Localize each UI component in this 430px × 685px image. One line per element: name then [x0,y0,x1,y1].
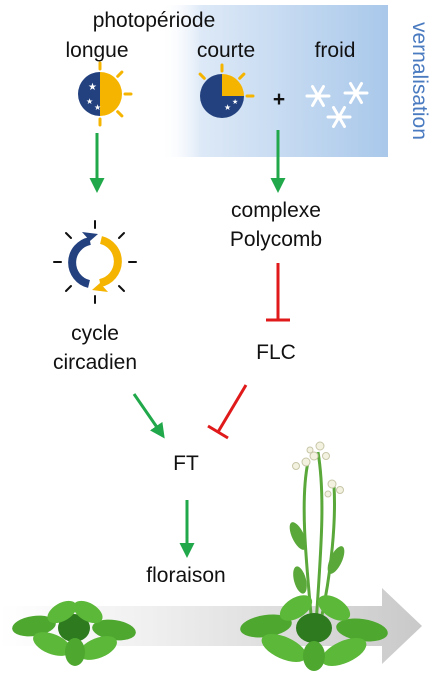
long-day-label: longue [65,39,128,62]
circadian-label-line1: cycle [71,322,119,345]
rosette-plant-icon [12,600,136,666]
long-day-icon: ★ ★ ★ [78,61,133,127]
svg-text:★: ★ [232,98,238,106]
svg-text:★: ★ [94,103,101,112]
inhibition-flc-to-ft [207,384,248,440]
plus-sign: + [273,88,285,111]
flowering-plant-icon [240,441,388,671]
ft-label: FT [173,452,199,475]
vernalisation-panel [160,5,388,157]
photoperiod-label: photopériode [93,9,216,32]
svg-text:★: ★ [86,97,93,106]
snowflake-icon [305,85,331,107]
polycomb-label-line2: Polycomb [230,228,322,251]
circadian-icon [53,220,137,304]
inhibition-polycomb-to-flc [266,263,290,322]
svg-text:★: ★ [224,103,231,112]
polycomb-label-line1: complexe [231,199,321,222]
circadian-label-line2: circadien [53,351,137,374]
flc-label: FLC [256,341,296,364]
snowflake-icon [326,106,352,128]
snowflake-icon [343,82,369,104]
svg-text:★: ★ [88,82,97,93]
flowering-label: floraison [146,564,225,587]
arrow-circadian-to-ft [132,393,165,439]
short-day-label: courte [197,39,255,62]
vernalisation-label: vernalisation [408,22,430,140]
short-day-icon: ★ ★ [198,63,255,118]
cold-label: froid [315,39,356,62]
